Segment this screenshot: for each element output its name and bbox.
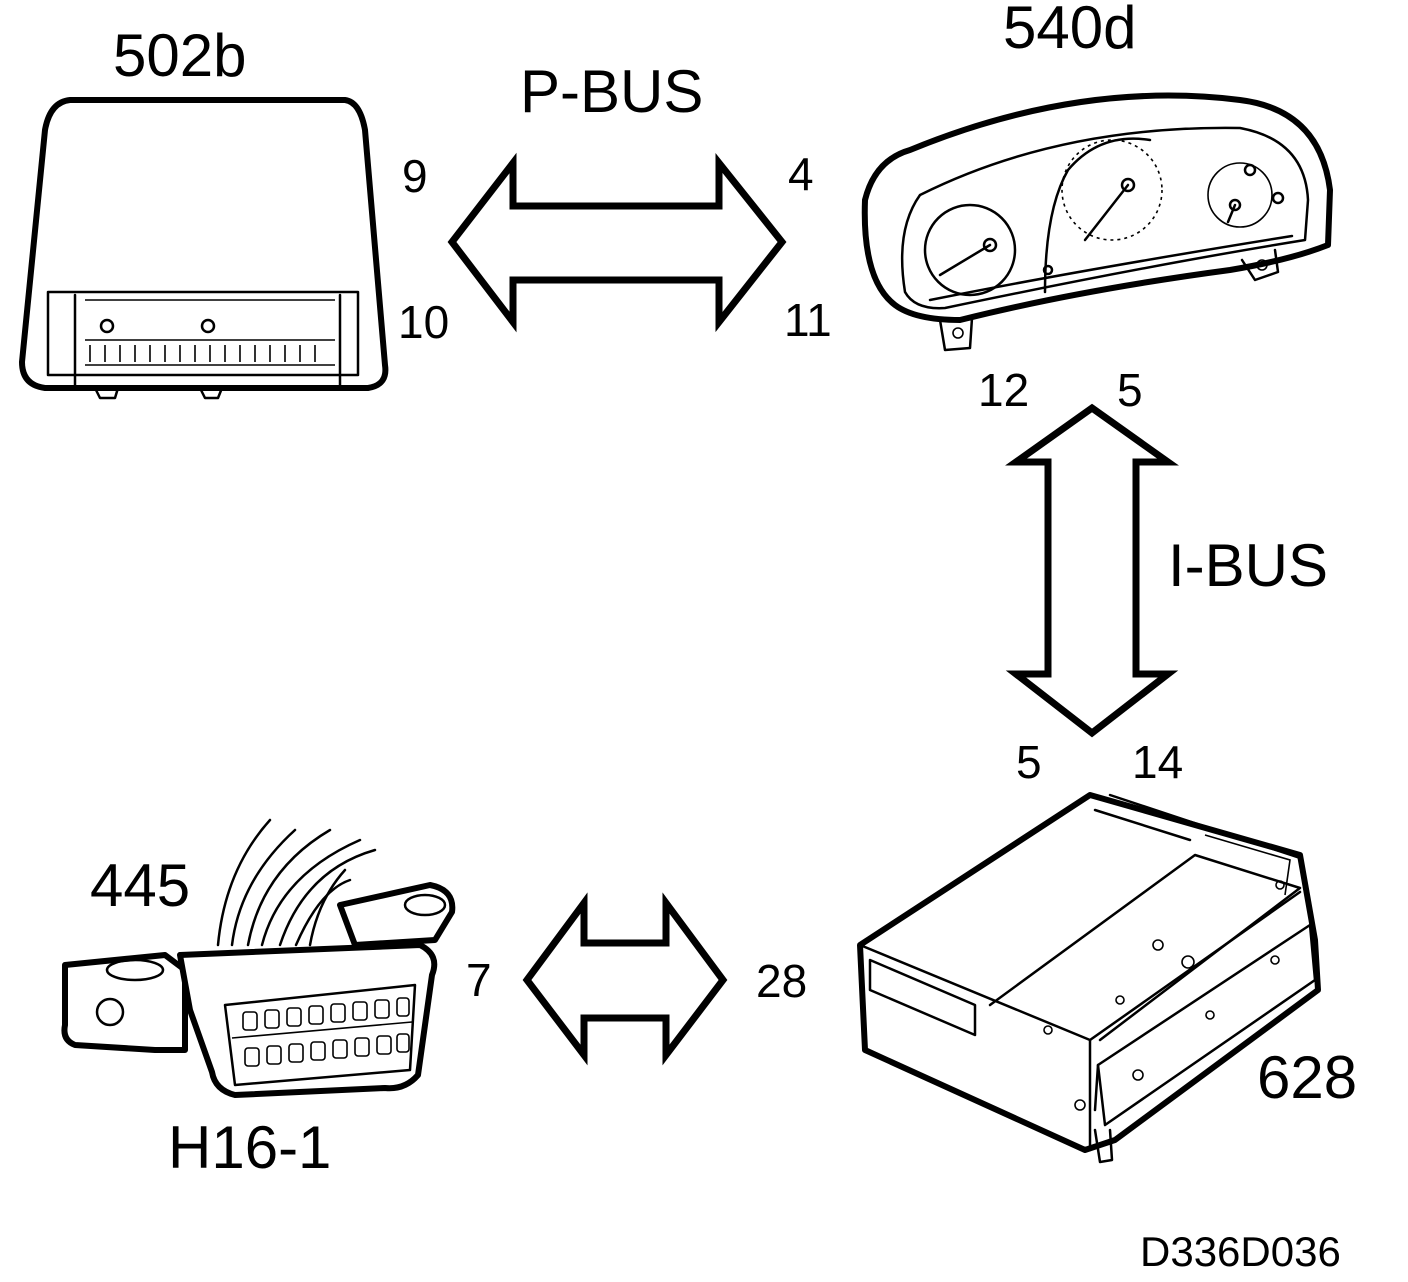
pin-11-label: 11 bbox=[784, 294, 832, 346]
label-502b: 502b bbox=[113, 22, 246, 89]
pin-10-label: 10 bbox=[398, 296, 449, 348]
pin-5-bottom-label: 5 bbox=[1016, 736, 1042, 788]
pin-9-label: 9 bbox=[402, 150, 428, 202]
figure-code: D336D036 bbox=[1140, 1228, 1341, 1275]
pin-7-label: 7 bbox=[466, 954, 492, 1006]
pin-5-top-label: 5 bbox=[1117, 364, 1143, 416]
i-bus-arrow: I-BUS bbox=[1005, 403, 1328, 738]
label-h16-1: H16-1 bbox=[168, 1114, 331, 1181]
diagnostic-bus-arrow bbox=[522, 892, 728, 1066]
pin-14-label: 14 bbox=[1132, 736, 1183, 788]
radio-unit: 628 5 14 28 bbox=[756, 736, 1357, 1164]
pin-4-label: 4 bbox=[788, 148, 814, 200]
label-445: 445 bbox=[90, 852, 190, 919]
instrument-cluster: 540d 4 11 12 5 bbox=[784, 0, 1333, 416]
pin-12-label: 12 bbox=[978, 364, 1029, 416]
label-540d: 540d bbox=[1003, 0, 1136, 61]
rear-control-module: 502b 9 10 bbox=[19, 22, 449, 400]
p-bus-label: P-BUS bbox=[520, 58, 703, 125]
diagnostic-connector: 445 H16-1 7 bbox=[61, 818, 492, 1181]
i-bus-label: I-BUS bbox=[1168, 532, 1328, 599]
p-bus-arrow: P-BUS bbox=[447, 58, 787, 333]
label-628: 628 bbox=[1257, 1044, 1357, 1111]
pin-28-label: 28 bbox=[756, 955, 807, 1007]
